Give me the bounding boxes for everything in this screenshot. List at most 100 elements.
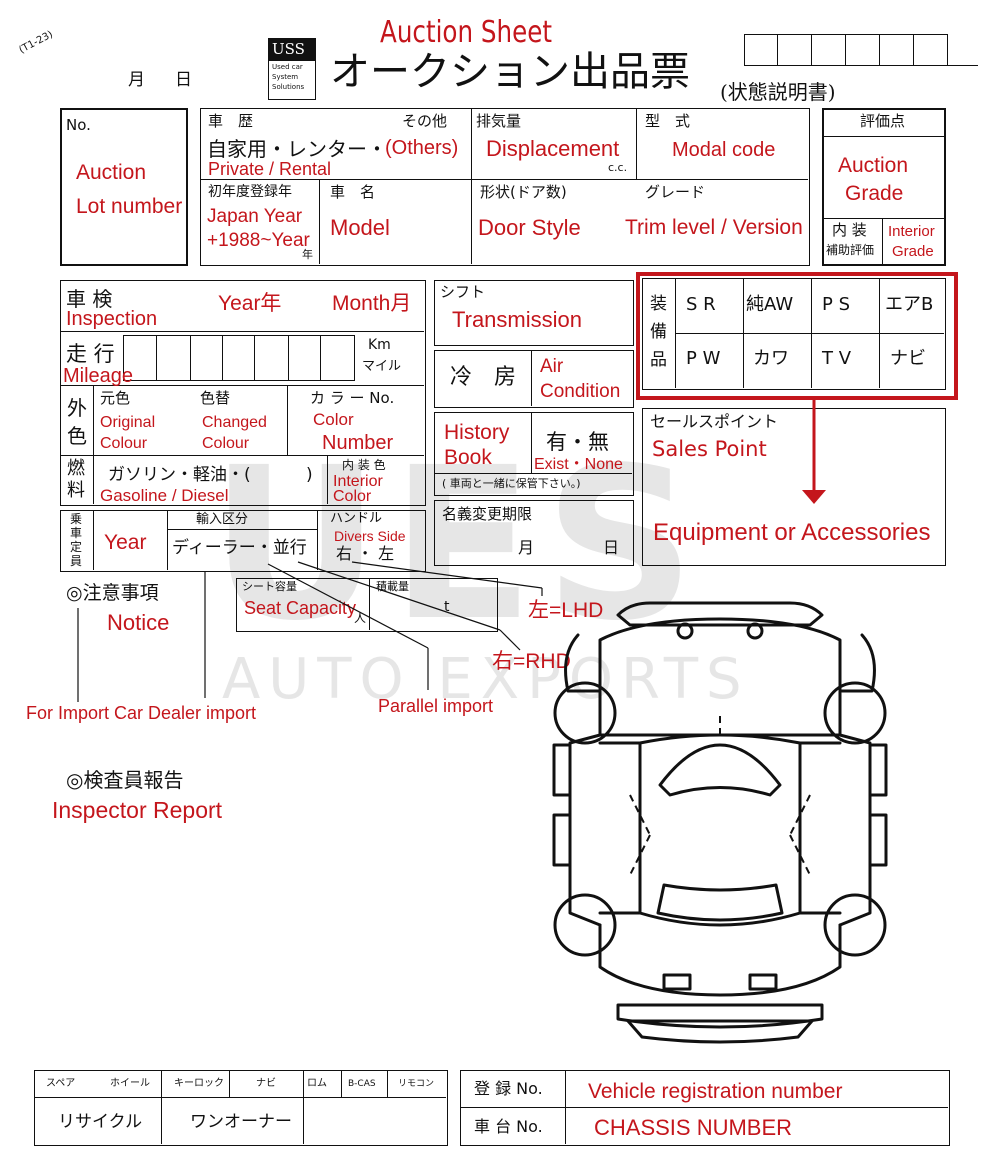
colour-original-en-2: Colour: [100, 435, 148, 452]
footer-recycle: リサイクル: [58, 1112, 143, 1132]
name-change-box: [434, 500, 634, 566]
equipment-side-3: 品: [650, 350, 667, 370]
history-book-en-2: Book: [444, 446, 492, 469]
title-japanese: オークション出品票: [330, 49, 690, 95]
equipment-pw: P W: [686, 348, 721, 369]
capacity-jp-1: 乗: [70, 512, 83, 526]
colour-changed-en-1: Changed: [202, 414, 267, 431]
car-name-jp: 車 名: [330, 183, 376, 201]
lot-label: No.: [66, 116, 91, 134]
displacement-jp: 排気量: [476, 112, 522, 130]
seat-capacity-block: [236, 578, 498, 632]
top-number-boxes: [744, 34, 948, 66]
inspector-jp: ◎検査員報告: [66, 768, 184, 792]
equipment-sr: S R: [686, 294, 716, 315]
aircon-jp: 冷 房: [450, 365, 517, 390]
model-code-en: Modal code: [672, 139, 776, 161]
capacity-jp-3: 定: [70, 540, 83, 554]
capacity-block: [60, 510, 426, 572]
name-change-day: 日: [603, 538, 620, 557]
import-jp: 輸入区分: [196, 512, 249, 527]
colour-changed-en-2: Colour: [202, 435, 250, 452]
seat-en: Seat Capacity: [244, 598, 357, 618]
aircon-en-2: Condition: [540, 381, 621, 402]
lot-number-box: No. Auction Lot number: [60, 108, 188, 266]
score-box: [822, 108, 946, 266]
fuel-close: ): [306, 465, 313, 485]
inspection-jp: 車 検: [66, 287, 113, 311]
equipment-side-2: 備: [650, 322, 667, 342]
import-value: ディーラー・並行: [172, 538, 307, 558]
notice-en: Notice: [107, 610, 170, 635]
footer-reg-en: Vehicle registration number: [588, 1080, 843, 1103]
fuel-jp-1: 燃: [67, 458, 85, 479]
seat-jp: シート容量: [242, 580, 297, 593]
grade-jp: グレード: [645, 183, 706, 201]
history-book-value-jp: 有・無: [546, 430, 609, 454]
history-other-jp: その他: [402, 112, 448, 130]
score-en-1: Auction: [838, 154, 909, 177]
car-info-grid: [200, 108, 810, 266]
footer-registration-table: [460, 1070, 950, 1146]
equipment-accessories-en: Equipment or Accessories: [653, 519, 931, 546]
name-change-month: 月: [518, 538, 535, 557]
fuel-value-jp: ガソリン・軽油・(: [108, 465, 251, 485]
inspection-en: Inspection: [66, 308, 158, 330]
history-value-jp: 自家用・レンター・: [207, 137, 387, 161]
name-change-jp: 名義変更期限: [442, 505, 533, 523]
door-style-jp: 形状(ドア数): [480, 183, 567, 201]
rhd-label: 右=RHD: [492, 650, 571, 673]
parallel-import-en: Parallel import: [378, 696, 494, 716]
equipment-ps: P S: [822, 294, 851, 315]
handle-value: 右 ・ 左: [336, 544, 395, 563]
history-jp: 車 歴: [208, 112, 254, 130]
score-interior-en-2: Grade: [892, 243, 934, 260]
uss-logo: USS Used car System Solutions: [268, 38, 316, 100]
score-interior-en-1: Interior: [888, 223, 935, 240]
colour-changed-jp: 色替: [200, 389, 231, 407]
equipment-aw: 純AW: [746, 294, 794, 315]
lot-auction: Auction: [76, 161, 147, 184]
footer-chassis-en: CHASSIS NUMBER: [594, 1115, 793, 1140]
equipment-grid: [642, 278, 946, 390]
colour-original-jp: 元色: [100, 389, 131, 407]
first-reg-nen: 年: [302, 248, 313, 261]
lot-number: Lot number: [76, 195, 183, 218]
equipment-navi: ナビ: [890, 348, 926, 369]
door-style-en: Door Style: [478, 215, 581, 240]
colour-jp-1: 外: [67, 396, 87, 420]
capacity-year: Year: [104, 531, 147, 554]
footer-reg-jp: 登 録 No.: [474, 1079, 543, 1098]
first-reg-jp: 初年度登録年: [208, 184, 292, 200]
sales-point-en: Sales Point: [652, 437, 767, 461]
lhd-label: 左=LHD: [528, 599, 604, 622]
mileage-km: Km: [368, 337, 391, 353]
notice-jp: ◎注意事項: [66, 582, 159, 604]
footer-options-table: [34, 1070, 448, 1146]
subtitle-japanese: (状態説明書): [720, 80, 836, 104]
header-day: 日: [175, 70, 192, 90]
shift-en: Transmission: [452, 307, 582, 332]
displacement-en: Displacement: [486, 136, 620, 161]
car-diagram: [552, 601, 888, 1044]
header-month: 月: [128, 70, 145, 90]
history-en: Private / Rental: [208, 159, 332, 179]
footer-chassis-jp: 車 台 No.: [474, 1117, 543, 1136]
capacity-jp-2: 車: [70, 526, 83, 540]
equipment-leather: カワ: [753, 348, 789, 369]
car-name-en: Model: [330, 215, 390, 240]
handle-jp: ハンドル: [330, 511, 383, 526]
score-interior-jp-1: 内 装: [832, 221, 867, 239]
history-book-note: ( 車両と一緒に保管下さい。): [442, 477, 581, 490]
footer-header-rom: ロム: [307, 1078, 327, 1089]
title-english: Auction Sheet: [380, 15, 553, 50]
mileage-jp: 走 行: [66, 342, 115, 366]
inspector-en: Inspector Report: [52, 797, 223, 823]
model-code-jp: 型 式: [645, 112, 691, 130]
fuel-jp-2: 料: [67, 480, 85, 501]
colour-jp-2: 色: [67, 424, 87, 448]
dealer-import-en: For Import Car Dealer import: [26, 703, 257, 723]
fuel-interior-en-1: Interior: [333, 473, 383, 490]
fuel-interior-jp: 内 装 色: [342, 458, 386, 472]
